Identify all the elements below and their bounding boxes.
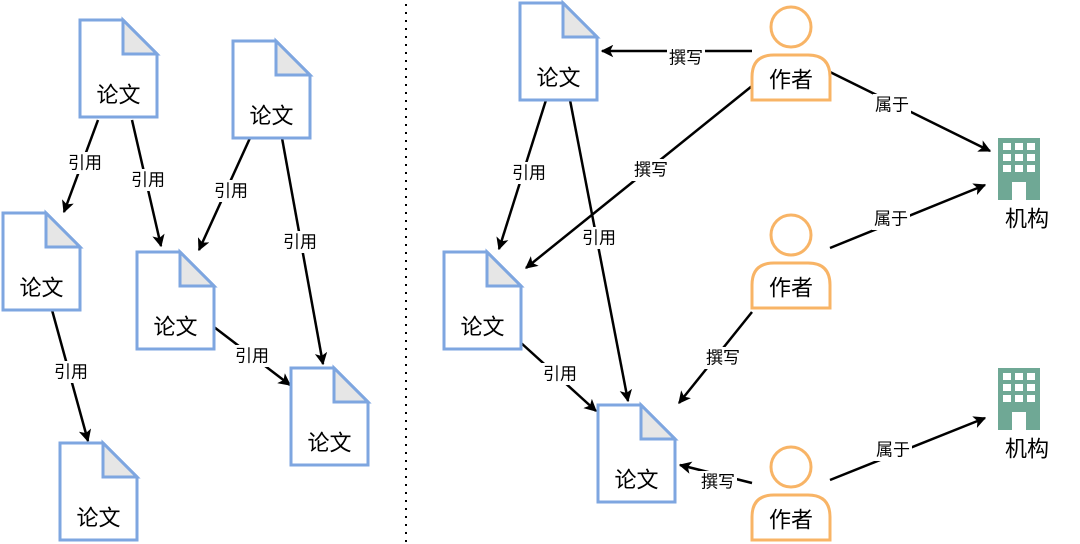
document-label: 论文 [536,66,580,91]
edge-label: 引用 [512,164,546,183]
edge: 引用 [568,99,633,403]
edge: 属于 [829,416,987,482]
edge-label: 引用 [214,182,248,201]
edge-label: 撰写 [669,49,703,68]
edge: 引用 [496,99,548,251]
edge-label: 撰写 [701,473,735,492]
edge-label: 属于 [875,96,909,115]
edge: 引用 [197,137,252,252]
document-label: 论文 [19,276,63,301]
document-label: 论文 [249,104,293,129]
document-label: 论文 [307,431,351,456]
edge-arrow [568,99,633,403]
organization-node: 机构 [998,138,1049,232]
edge-label: 撰写 [706,349,740,368]
edge: 引用 [213,326,291,386]
organization-label: 机构 [1005,207,1049,232]
edge-label: 撰写 [634,161,668,180]
organization-node: 机构 [998,368,1049,462]
edge: 撰写 [678,461,753,493]
edge-label: 属于 [876,441,910,460]
edge: 撰写 [525,85,753,269]
edge-label: 属于 [874,210,908,229]
document-label: 论文 [76,506,120,531]
edge-label: 引用 [283,233,317,252]
author-node: 作者 [750,5,832,102]
organization-label: 机构 [1005,437,1049,462]
document-node: 论文 [1,209,84,312]
edge-label: 引用 [131,171,165,190]
author-node: 作者 [750,213,832,310]
document-node: 论文 [135,248,218,351]
edge: 引用 [50,309,92,443]
author-label: 作者 [769,68,813,93]
author-label: 作者 [769,508,813,533]
document-label: 论文 [153,315,197,340]
document-node: 论文 [442,248,525,351]
edge: 撰写 [600,44,752,69]
author-node: 作者 [750,445,832,542]
document-node: 论文 [58,439,141,542]
document-node: 论文 [289,364,372,467]
document-label: 论文 [460,315,504,340]
document-node: 论文 [596,401,679,504]
document-node: 论文 [518,0,601,102]
edge-label: 引用 [54,363,88,382]
document-label: 论文 [614,468,658,493]
edge: 属于 [829,70,992,153]
edge: 引用 [62,119,104,214]
edge-label: 引用 [68,154,102,173]
edge-label: 引用 [235,347,269,366]
edge: 引用 [519,341,597,412]
edge: 引用 [129,119,167,248]
edge-label: 引用 [582,229,616,248]
edge: 属于 [829,183,987,250]
document-label: 论文 [96,83,140,108]
edge: 撰写 [678,311,753,404]
edge: 引用 [280,137,328,366]
edge-label: 引用 [543,365,577,384]
author-label: 作者 [769,276,813,301]
document-node: 论文 [78,16,161,119]
document-node: 论文 [231,37,314,140]
